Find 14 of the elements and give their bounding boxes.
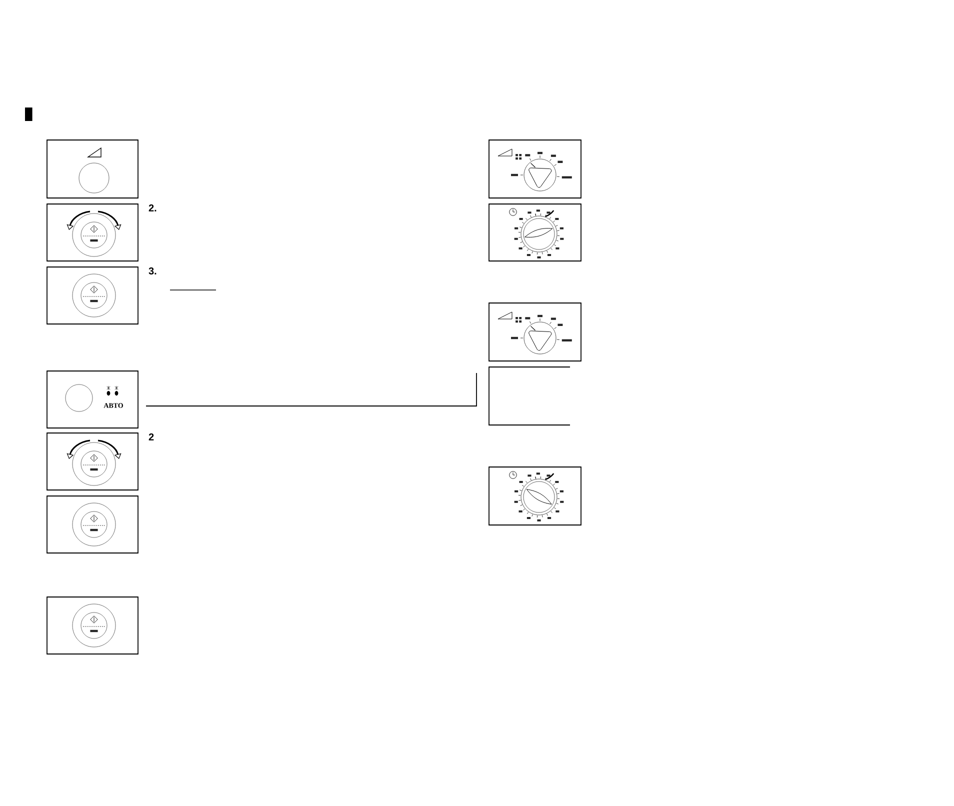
dial-illustration [488, 204, 582, 262]
button-illustration [46, 596, 138, 654]
dial-illustration [488, 140, 582, 198]
dial-illustration [488, 466, 582, 526]
button-illustration [46, 266, 138, 324]
button-illustration [46, 496, 138, 554]
dial-illustration [488, 302, 582, 362]
step-number: 2 [148, 433, 154, 440]
button-illustration [46, 204, 138, 262]
button-illustration [46, 432, 138, 490]
step-number: 3. [148, 267, 156, 274]
button-illustration [46, 140, 138, 198]
step-number: 2. [148, 204, 156, 212]
open-frame [488, 366, 570, 426]
